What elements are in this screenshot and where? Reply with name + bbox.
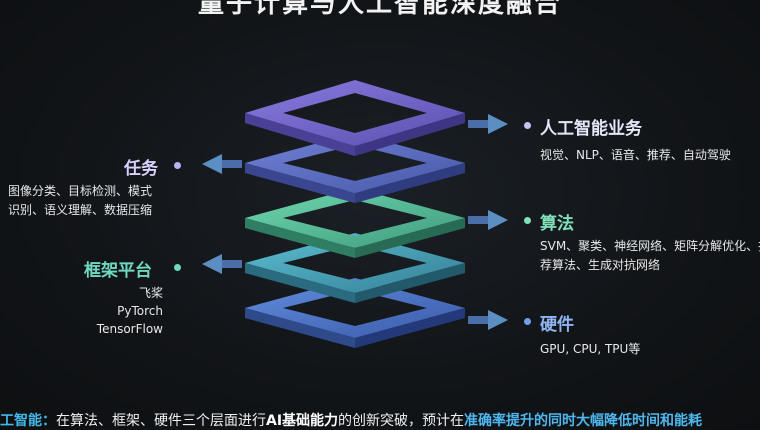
page-title: 量子计算与人工智能深度融合 xyxy=(197,0,562,19)
layer-algorithm-frame xyxy=(245,188,465,258)
bullet-framework xyxy=(174,264,181,271)
label-hardware: 硬件 xyxy=(540,315,574,335)
bottom-emphasis: 准确率提升的同时大幅降低时间和能耗 xyxy=(464,413,703,429)
bottom-text2: 的创新突破，预计在 xyxy=(338,413,465,429)
arrow-algorithm xyxy=(468,210,508,230)
bullet-algorithm xyxy=(524,217,531,224)
arrow-ai-business xyxy=(468,114,508,134)
label-framework: 框架平台 xyxy=(84,261,152,281)
desc-ai-business: 视觉、NLP、语音、推荐、自动驾驶 xyxy=(540,148,731,162)
layer-task-frame xyxy=(245,133,465,203)
desc-hardware: GPU, CPU, TPU等 xyxy=(540,342,641,356)
desc-framework-line3: TensorFlow xyxy=(96,322,163,336)
bottom-caption: 人工智能：在算法、框架、硬件三个层面进行AI基础能力的创新突破，预计在准确率提升… xyxy=(0,410,702,430)
desc-task-line1: 图像分类、目标检测、模式 xyxy=(8,184,153,198)
arrow-framework xyxy=(202,254,242,274)
bottom-lead: 人工智能： xyxy=(0,413,56,429)
desc-framework-line1: 飞桨 xyxy=(138,286,163,300)
bullet-task xyxy=(174,162,181,169)
layer-hardware-frame xyxy=(245,278,465,348)
bullet-hardware xyxy=(524,318,531,325)
desc-task-line2: 识别、语义理解、数据压缩 xyxy=(8,203,153,217)
desc-algorithm-line1: SVM、聚类、神经网络、矩阵分解优化、推 xyxy=(540,239,760,253)
label-algorithm: 算法 xyxy=(540,214,574,234)
desc-framework-line2: PyTorch xyxy=(117,304,163,318)
bottom-text1: 在算法、框架、硬件三个层面进行 xyxy=(56,413,266,429)
label-task: 任务 xyxy=(124,159,158,179)
arrow-task xyxy=(202,154,242,174)
layer-framework-frame xyxy=(245,233,465,303)
label-ai-business: 人工智能业务 xyxy=(540,119,642,139)
layer-ai-business-frame xyxy=(245,80,465,156)
bottom-strong: AI基础能力 xyxy=(266,413,339,429)
arrow-hardware xyxy=(468,310,508,330)
desc-algorithm-line2: 荐算法、生成对抗网络 xyxy=(540,258,661,272)
bullet-ai-business xyxy=(524,122,531,129)
